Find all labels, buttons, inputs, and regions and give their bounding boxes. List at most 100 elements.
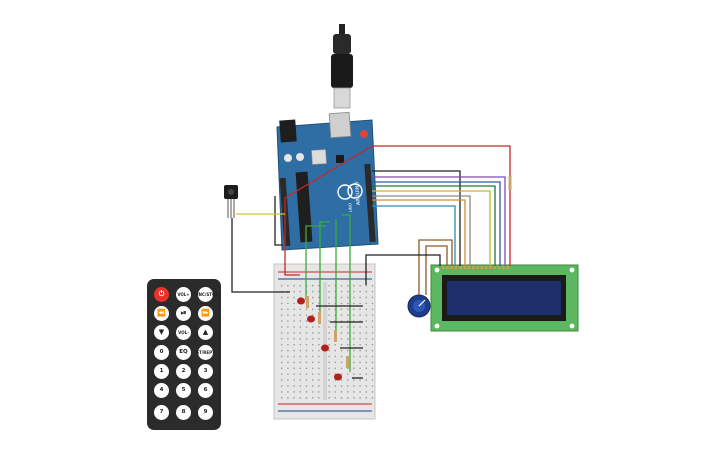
breadboard-hole[interactable] <box>365 332 367 334</box>
lcd-pin[interactable] <box>493 266 496 269</box>
breadboard-hole[interactable] <box>340 338 343 340</box>
breadboard-hole[interactable] <box>365 355 367 358</box>
breadboard-hole[interactable] <box>371 314 374 316</box>
breadboard-hole[interactable] <box>365 290 367 293</box>
breadboard-hole[interactable] <box>299 349 301 352</box>
breadboard-hole[interactable] <box>318 397 320 399</box>
breadboard-hole[interactable] <box>287 326 289 328</box>
breadboard-hole[interactable] <box>293 344 295 346</box>
breadboard-hole[interactable] <box>340 391 343 393</box>
breadboard-hole[interactable] <box>365 397 367 399</box>
remote-button-8[interactable]: 8 <box>176 405 191 420</box>
breadboard-hole[interactable] <box>299 290 301 293</box>
breadboard-hole[interactable] <box>281 367 283 369</box>
breadboard-hole[interactable] <box>334 326 336 328</box>
breadboard-hole[interactable] <box>312 285 314 287</box>
breadboard-hole[interactable] <box>340 367 343 369</box>
breadboard-hole[interactable] <box>359 355 361 358</box>
breadboard-hole[interactable] <box>371 385 374 387</box>
breadboard-hole[interactable] <box>281 391 283 393</box>
breadboard-hole[interactable] <box>347 385 349 387</box>
breadboard-hole[interactable] <box>287 385 289 387</box>
breadboard-hole[interactable] <box>312 367 314 369</box>
breadboard-hole[interactable] <box>347 338 349 340</box>
breadboard-hole[interactable] <box>318 379 320 381</box>
breadboard-hole[interactable] <box>281 349 283 352</box>
breadboard-hole[interactable] <box>334 379 336 381</box>
breadboard-hole[interactable] <box>359 391 361 393</box>
breadboard-hole[interactable] <box>328 302 330 305</box>
ir-receiver[interactable] <box>224 185 238 218</box>
arduino-uno-board[interactable]: ARDUINO UNO <box>276 111 379 251</box>
breadboard-hole[interactable] <box>353 302 355 305</box>
breadboard-hole[interactable] <box>293 379 295 381</box>
breadboard-hole[interactable] <box>334 397 336 399</box>
breadboard-hole[interactable] <box>353 326 355 328</box>
breadboard-hole[interactable] <box>318 302 320 305</box>
breadboard-hole[interactable] <box>353 332 355 334</box>
breadboard-hole[interactable] <box>359 296 361 299</box>
breadboard-hole[interactable] <box>347 302 349 305</box>
breadboard-hole[interactable] <box>365 391 367 393</box>
breadboard-hole[interactable] <box>353 379 355 381</box>
remote-button-9[interactable]: 9 <box>198 405 213 420</box>
breadboard-hole[interactable] <box>340 332 343 334</box>
breadboard-hole[interactable] <box>281 332 283 334</box>
lcd-pin[interactable] <box>497 266 501 269</box>
breadboard-hole[interactable] <box>305 361 308 364</box>
lcd-pin[interactable] <box>442 266 445 269</box>
breadboard-hole[interactable] <box>293 308 295 310</box>
breadboard-hole[interactable] <box>340 285 343 287</box>
lcd-pin[interactable] <box>467 266 470 269</box>
remote-button-eq[interactable]: EQ <box>176 345 191 360</box>
breadboard-hole[interactable] <box>359 332 361 334</box>
breadboard-hole[interactable] <box>340 385 343 387</box>
breadboard-hole[interactable] <box>293 296 295 299</box>
lcd-pin[interactable] <box>454 266 458 269</box>
remote-button-0[interactable]: 0 <box>154 345 169 360</box>
breadboard-hole[interactable] <box>281 296 283 299</box>
breadboard-hole[interactable] <box>347 373 349 375</box>
breadboard-hole[interactable] <box>353 296 355 299</box>
breadboard-hole[interactable] <box>287 296 289 299</box>
lcd-pin[interactable] <box>463 266 466 269</box>
power-button[interactable]: ⏻ <box>154 287 169 302</box>
breadboard-hole[interactable] <box>328 308 330 310</box>
remote-button-vol-[interactable]: VOL+ <box>176 287 191 302</box>
breadboard-hole[interactable] <box>340 361 343 364</box>
potentiometer-knob[interactable] <box>407 294 431 318</box>
lcd-pin[interactable] <box>446 266 449 269</box>
breadboard-hole[interactable] <box>334 290 336 293</box>
breadboard-hole[interactable] <box>371 391 374 393</box>
breadboard-hole[interactable] <box>359 361 361 364</box>
breadboard-hole[interactable] <box>312 344 314 346</box>
breadboard-hole[interactable] <box>299 285 301 287</box>
breadboard-hole[interactable] <box>312 355 314 358</box>
usb-cable[interactable] <box>331 24 353 109</box>
breadboard-hole[interactable] <box>353 367 355 369</box>
breadboard-hole[interactable] <box>299 355 301 358</box>
breadboard-hole[interactable] <box>365 308 367 310</box>
breadboard-hole[interactable] <box>365 385 367 387</box>
remote-button-3[interactable]: 3 <box>198 364 213 379</box>
breadboard-hole[interactable] <box>318 385 320 387</box>
lcd-pin[interactable] <box>450 266 453 269</box>
breadboard-hole[interactable] <box>347 344 349 346</box>
breadboard-hole[interactable] <box>328 373 330 375</box>
breadboard-hole[interactable] <box>347 308 349 310</box>
lcd-pin[interactable] <box>506 266 509 269</box>
breadboard-hole[interactable] <box>347 379 349 381</box>
breadboard-hole[interactable] <box>334 361 336 364</box>
breadboard-hole[interactable] <box>305 391 308 393</box>
lcd-pin[interactable] <box>489 266 492 269</box>
breadboard-hole[interactable] <box>359 326 361 328</box>
breadboard-hole[interactable] <box>293 290 295 293</box>
breadboard-hole[interactable] <box>299 373 301 375</box>
breadboard-hole[interactable] <box>287 349 289 352</box>
breadboard-hole[interactable] <box>318 344 320 346</box>
remote-button-2[interactable]: 2 <box>176 364 191 379</box>
breadboard-hole[interactable] <box>365 338 367 340</box>
breadboard-hole[interactable] <box>347 290 349 293</box>
breadboard-hole[interactable] <box>293 385 295 387</box>
breadboard-hole[interactable] <box>371 379 374 381</box>
